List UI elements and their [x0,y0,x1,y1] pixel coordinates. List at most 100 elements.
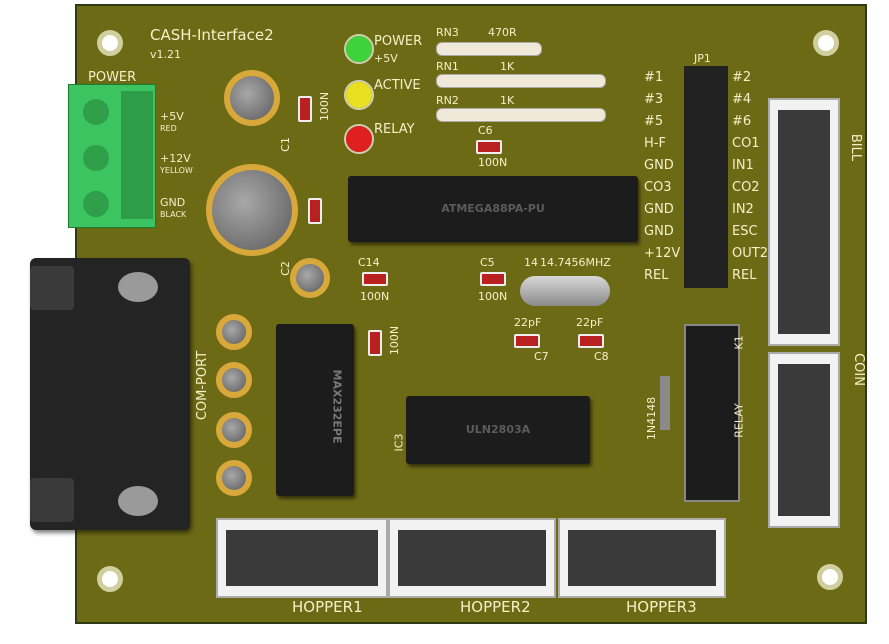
mounting-hole [817,564,843,590]
smd-capacitor [578,334,604,348]
cap-label: C2 [278,261,292,276]
relay [684,324,740,502]
jumper-pin-label: IN1 [732,158,754,173]
cap-label: C5 [480,256,495,269]
smd-capacitor [476,140,502,154]
led-fill [346,36,372,62]
capacitor-c2 [290,258,330,298]
mcu-chip: ATMEGA88PA-PU [348,176,638,242]
power-terminal-block [68,84,156,228]
jumper-pin-label: CO3 [644,180,672,195]
resnet-name: RN1 [436,60,459,73]
jumper-pin-label: H-F [644,136,666,151]
led-sublabel: +5V [374,52,398,65]
jumper-pin-label: #3 [644,92,664,107]
jumper-pin-label: OUT2 [732,246,768,261]
jumper-pin-label: #4 [732,92,752,107]
driver-chip: ULN2803A [406,396,590,464]
com-port-label: COM-PORT [195,350,211,421]
jumper-pin-label: CO1 [732,136,760,151]
smd-capacitor [298,96,312,122]
jumper-pin-label: #5 [644,114,664,129]
coin-connector [768,352,840,528]
power-pin-sub: BLACK [160,210,187,219]
smd-capacitor [480,272,506,286]
cap-value: 100N [478,156,508,169]
led-power [344,34,374,64]
mounting-hole [97,566,123,592]
jumper-pin-label: IN2 [732,202,754,217]
power-label: POWER [88,70,137,85]
cap-value: 100N [478,290,508,303]
power-pin-label: GND [160,196,186,209]
capacitor-small [216,412,252,448]
crystal-label: 14.7456MHZ [540,256,611,269]
cap-label: C7 [534,350,549,363]
cap-label: C14 [358,256,380,269]
smd-capacitor [308,198,322,224]
led-fill [346,126,372,152]
jumper-pin-label: GND [644,202,674,217]
mcu-label: ATMEGA88PA-PU [441,202,545,216]
board-version: v1.21 [150,48,182,61]
coin-label: COIN [850,353,866,386]
resnet-value: 1K [500,60,515,73]
jumper-pin-label: GND [644,224,674,239]
cap-value: 100N [318,91,332,122]
max232-label: MAX232EPE [330,369,344,444]
capacitor-small [216,460,252,496]
power-pin-label: +12V [160,152,191,165]
mounting-hole [813,30,839,56]
power-pin-label: +5V [160,110,184,123]
cap-label: C6 [478,124,493,137]
cap-value: 100N [388,325,402,356]
hopper-label: HOPPER3 [626,598,697,616]
power-pin-sub: YELLOW [160,166,193,175]
bill-label: BILL [848,133,864,162]
resnet-value: 470R [488,26,517,39]
jumper-pin-label: CO2 [732,180,760,195]
hopper-label: HOPPER2 [460,598,531,616]
capacitor-small [216,362,252,398]
hopper-label: HOPPER1 [292,598,363,616]
resistor-network [436,108,606,122]
smd-capacitor [368,330,382,356]
relay-ref: K1 [732,335,746,350]
mounting-hole [97,30,123,56]
resnet-name: RN3 [436,26,459,39]
driver-label: ULN2803A [465,423,531,437]
crystal [520,276,610,306]
jumper-pin-label: REL [644,268,669,283]
driver-ref: IC3 [392,433,406,452]
crystal-ref: 14 [524,256,538,269]
jumper-pin-label: #2 [732,70,752,85]
jumper-name: JP1 [694,52,711,65]
db9-com-connector [30,258,190,530]
capacitor-large [206,164,298,256]
jumper-pin-label: +12V [644,246,681,261]
jumper-header [684,66,728,288]
cap-value: 100N [360,290,390,303]
cap-label: C1 [278,137,292,152]
diode-label: 1N4148 [645,396,659,441]
cap-label: C8 [594,350,609,363]
smd-capacitor [362,272,388,286]
board-title: CASH-Interface2 [150,26,274,44]
capacitor-small [216,314,252,350]
bill-connector [768,98,840,346]
resistor-network [436,74,606,88]
resnet-name: RN2 [436,94,459,107]
cap-value: 22pF [514,316,542,329]
smd-capacitor [514,334,540,348]
cap-value: 22pF [576,316,604,329]
diode [660,376,670,430]
jumper-pin-label: GND [644,158,674,173]
jumper-pin-label: REL [732,268,757,283]
hopper1-connector [216,518,388,598]
power-pin-sub: RED [160,124,177,133]
led-fill [346,82,372,108]
max232-chip: MAX232EPE [276,324,354,496]
jumper-pin-label: ESC [732,224,758,239]
led-label: ACTIVE [374,78,421,93]
hopper2-connector [388,518,556,598]
